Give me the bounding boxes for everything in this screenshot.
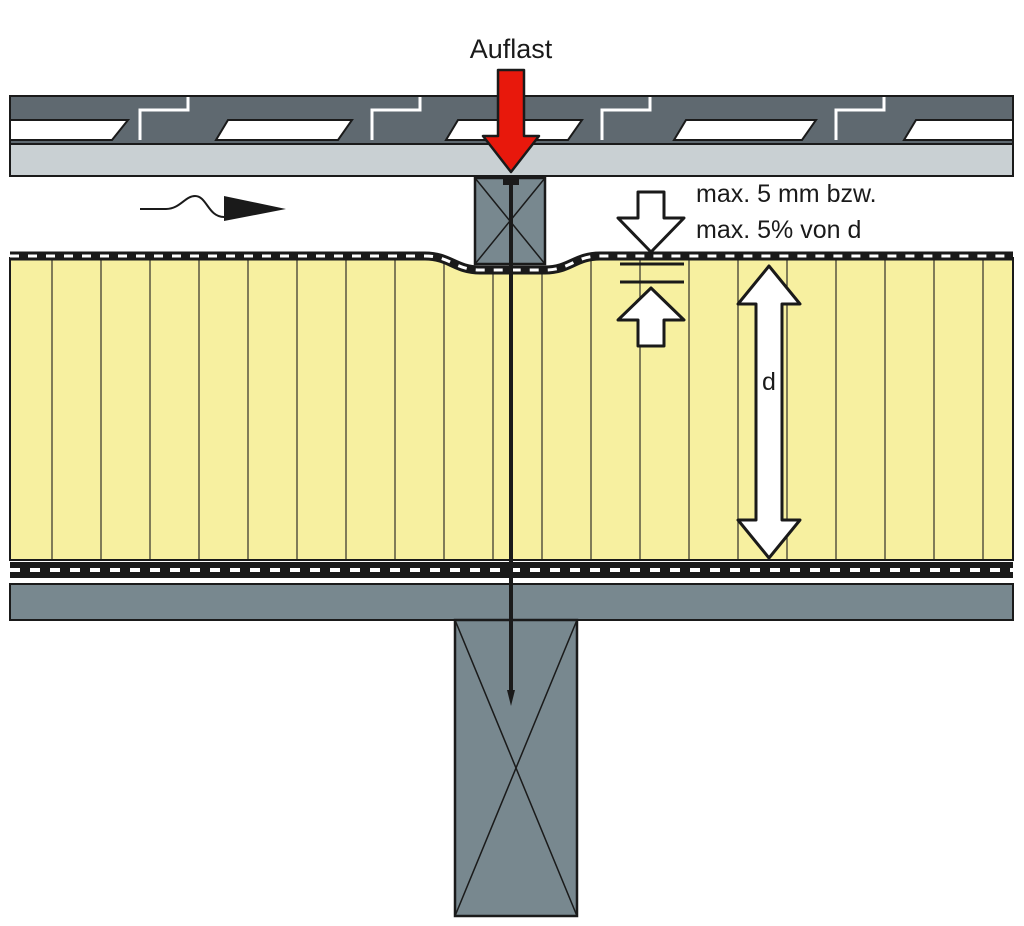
compression-label-line1: max. 5 mm bzw.	[696, 180, 877, 208]
load-arrow-icon	[481, 68, 541, 174]
fastening-screw	[503, 176, 519, 706]
load-label: Auflast	[470, 34, 553, 64]
compression-label-line2: max. 5% von d	[696, 216, 861, 244]
compression-arrows-icon	[616, 190, 686, 348]
double-arrow-icon	[736, 264, 802, 560]
rafter	[453, 618, 579, 918]
thickness-label: d	[762, 368, 776, 396]
airflow-arrow-icon	[140, 194, 286, 221]
